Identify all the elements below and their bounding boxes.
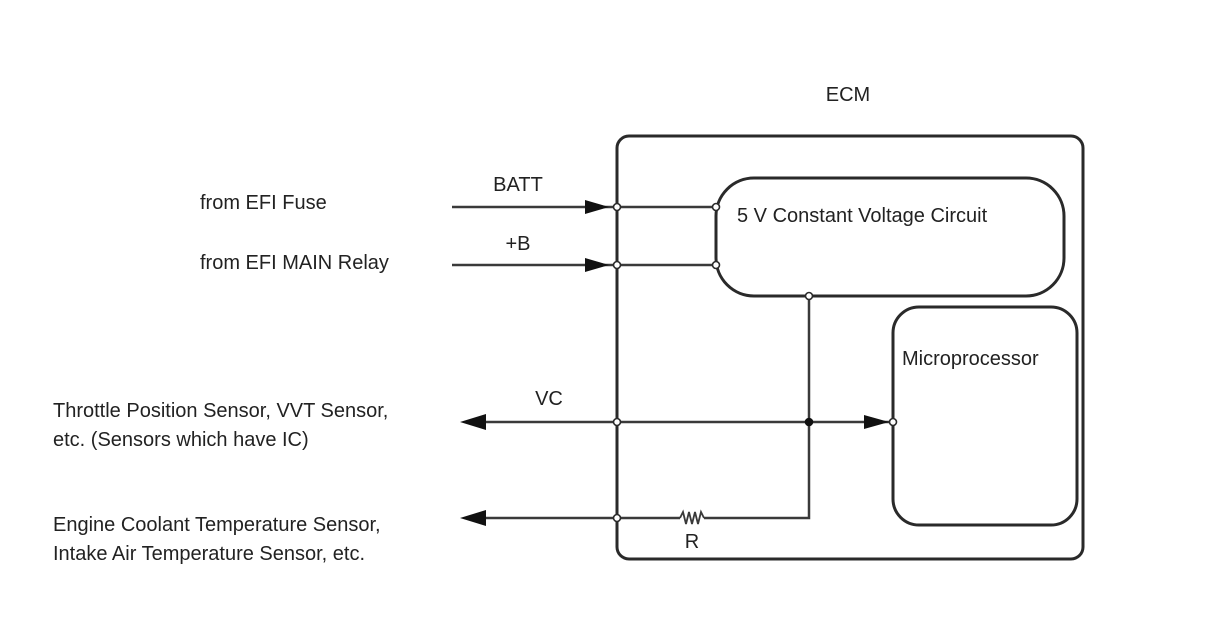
connector-node — [888, 417, 898, 427]
vc-output-arrow-icon — [460, 414, 486, 430]
signal-plus-b-label: +B — [505, 233, 530, 255]
connector-node — [612, 417, 622, 427]
signal-batt-label: BATT — [493, 174, 543, 196]
microprocessor-block — [891, 305, 1079, 527]
input-source-efi-fuse: from EFI Fuse — [200, 192, 327, 214]
ecm-title: ECM — [826, 84, 870, 106]
junction-node — [804, 417, 814, 427]
thermistor-target-line1: Engine Coolant Temperature Sensor, — [53, 514, 381, 536]
vc-target-line2: etc. (Sensors which have IC) — [53, 429, 309, 451]
resistor-icon — [679, 509, 705, 525]
constant-voltage-circuit-block — [714, 176, 1066, 298]
plus-b-arrow-icon — [585, 258, 609, 272]
connector-node — [612, 202, 622, 212]
vc-target-line1: Throttle Position Sensor, VVT Sensor, — [53, 400, 388, 422]
microprocessor-label: Microprocessor — [902, 348, 1039, 370]
connector-node — [804, 291, 814, 301]
input-source-efi-main-relay: from EFI MAIN Relay — [200, 252, 389, 274]
connector-node — [711, 260, 721, 270]
connector-node — [612, 513, 622, 523]
resistor-label: R — [685, 531, 699, 553]
thermistor-target-line2: Intake Air Temperature Sensor, etc. — [53, 543, 365, 565]
thermistor-output-arrow-icon — [460, 510, 486, 526]
signal-vc-label: VC — [535, 388, 563, 410]
connector-node — [711, 202, 721, 212]
vc-to-microprocessor-arrow-icon — [864, 415, 889, 429]
thermistor-wire-right — [704, 296, 811, 520]
connector-node — [612, 260, 622, 270]
constant-voltage-circuit-label: 5 V Constant Voltage Circuit — [737, 205, 988, 227]
batt-arrow-icon — [585, 200, 609, 214]
